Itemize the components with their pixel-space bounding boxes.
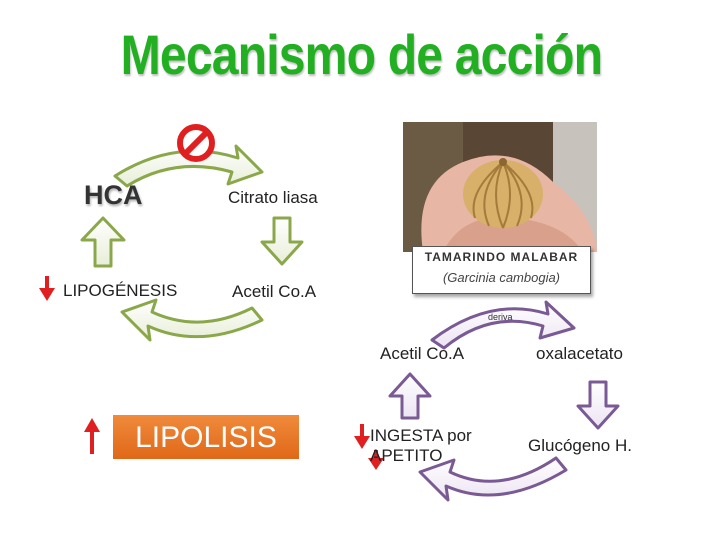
block-arrow-down-far-right [576,380,620,430]
caption-name: TAMARINDO MALABAR [424,250,579,264]
curved-arrow-top-right [430,300,576,350]
block-arrow-up-left [80,216,126,268]
no-entry-icon [177,124,215,162]
curved-arrow-top [113,144,264,188]
node-citrato-liasa: Citrato liasa [228,188,318,207]
node-ingesta: INGESTA por APETITO [370,426,472,465]
lipolisis-box [113,415,299,459]
caption-box [412,246,591,294]
node-acetil-coa-left: Acetil Co.A [232,282,317,301]
node-glucogeno: Glucógeno H. [528,436,632,455]
arrow-down-icon [354,424,370,449]
curved-arrow-bottom [120,298,264,342]
node-lipogenesis: LIPOGÉNESIS [63,281,178,300]
block-arrow-down-right [260,216,304,266]
node-oxalacetato: oxalacetato [536,344,623,363]
label-deriva: deriva [488,312,513,322]
fruit-photo [403,122,597,252]
curved-arrow-bottom-right [418,456,568,502]
fruit-illustration [403,122,597,252]
arrow-down-icon [39,276,55,301]
caption-scientific: (Garcinia cambogia) [442,270,561,285]
page-title: Mecanismo de acción [120,23,603,86]
node-lipolisis: LIPOLISIS [135,421,277,454]
node-hca: HCA [84,180,143,210]
right-cycle [388,300,620,502]
node-acetil-coa-right: Acetil Co.A [380,344,465,363]
arrow-down-icon [368,450,384,470]
arrow-up-icon [84,418,100,454]
block-arrow-up-mid [388,372,432,420]
left-cycle [80,144,304,342]
